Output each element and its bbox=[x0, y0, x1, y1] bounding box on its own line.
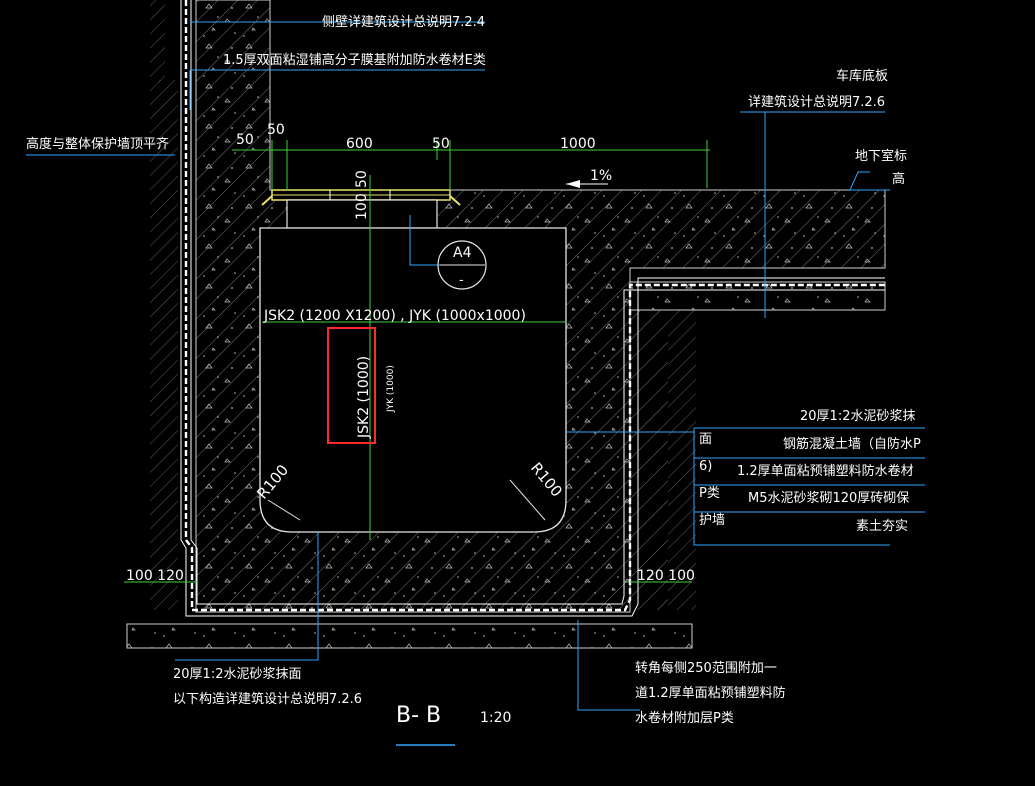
note-bottom-left-2: 以下构造详建筑设计总说明7.2.6 bbox=[173, 691, 362, 707]
note-top-membrane: 1.5厚双面粘湿铺高分子膜基附加防水卷材E类 bbox=[223, 52, 486, 68]
dim-bottom-right: 120 100 bbox=[637, 568, 695, 584]
right-note-4: M5水泥砂浆砌120厚砖砌保 bbox=[748, 491, 909, 506]
note-basement-mark: 地下室标 bbox=[855, 148, 907, 164]
dim-top-1: 50 bbox=[236, 132, 254, 148]
detail-sub: - bbox=[459, 273, 464, 288]
tank-vertical-label-small: JYK (1000) bbox=[386, 365, 396, 413]
right-note-3: 1.2厚单面粘预铺塑料防水卷材 bbox=[737, 463, 914, 479]
slab-band bbox=[629, 281, 886, 311]
dim-slope: 1% bbox=[590, 168, 612, 184]
note-bottom-right-2: 道1.2厚单面粘预铺塑料防 bbox=[635, 685, 786, 701]
dim-top-2: 50 bbox=[267, 122, 285, 138]
right-note-2: 钢筋混凝土墙（自防水P bbox=[783, 436, 921, 452]
right-note-5: 素土夯实 bbox=[856, 519, 908, 534]
highlight-box bbox=[327, 327, 376, 444]
tank-main-label: JSK2 (1200 X1200) , JYK (1000x1000) bbox=[263, 308, 526, 324]
dim-top-5: 1000 bbox=[560, 136, 596, 152]
detail-circle bbox=[437, 240, 487, 290]
detail-ref: A4 bbox=[453, 245, 472, 261]
drawing-title: B- B bbox=[396, 703, 441, 728]
note-bottom-right-1: 转角每侧250范围附加一 bbox=[635, 660, 777, 676]
tank-body bbox=[259, 227, 567, 533]
right-side-char-3: P类 bbox=[699, 486, 720, 501]
drawing-scale: 1:20 bbox=[480, 710, 511, 726]
right-side-char-1: 面 bbox=[699, 432, 712, 447]
right-side-char-4: 护墙 bbox=[699, 513, 725, 528]
dim-top-3: 600 bbox=[346, 136, 373, 152]
right-note-1: 20厚1:2水泥砂浆抹 bbox=[800, 409, 915, 424]
note-left-height: 高度与整体保护墙顶平齐 bbox=[26, 136, 169, 152]
note-basement-mark-2: 高 bbox=[892, 171, 905, 187]
note-garage-floor-ref: 详建筑设计总说明7.2.6 bbox=[748, 94, 885, 110]
note-bottom-left-1: 20厚1:2水泥砂浆抹面 bbox=[173, 667, 301, 682]
base-slab bbox=[126, 623, 693, 649]
membrane-left bbox=[184, 0, 885, 612]
dim-vertical-2: 100 bbox=[354, 193, 370, 220]
note-garage-floor: 车库底板 bbox=[836, 68, 888, 84]
right-soil-hatch bbox=[668, 310, 696, 610]
right-side-char-2: 6) bbox=[699, 459, 712, 474]
left-soil-hatch bbox=[150, 80, 178, 610]
tank-vertical-label: JSK2 (1000) bbox=[356, 356, 372, 439]
dim-vertical-1: 50 bbox=[354, 170, 370, 188]
dim-top-4: 50 bbox=[432, 136, 450, 152]
pit-neck bbox=[286, 199, 438, 229]
dim-bottom-left: 100 120 bbox=[126, 568, 184, 584]
note-top-wall: 侧壁详建筑设计总说明7.2.4 bbox=[322, 14, 485, 30]
note-bottom-right-3: 水卷材附加层P类 bbox=[635, 710, 734, 726]
